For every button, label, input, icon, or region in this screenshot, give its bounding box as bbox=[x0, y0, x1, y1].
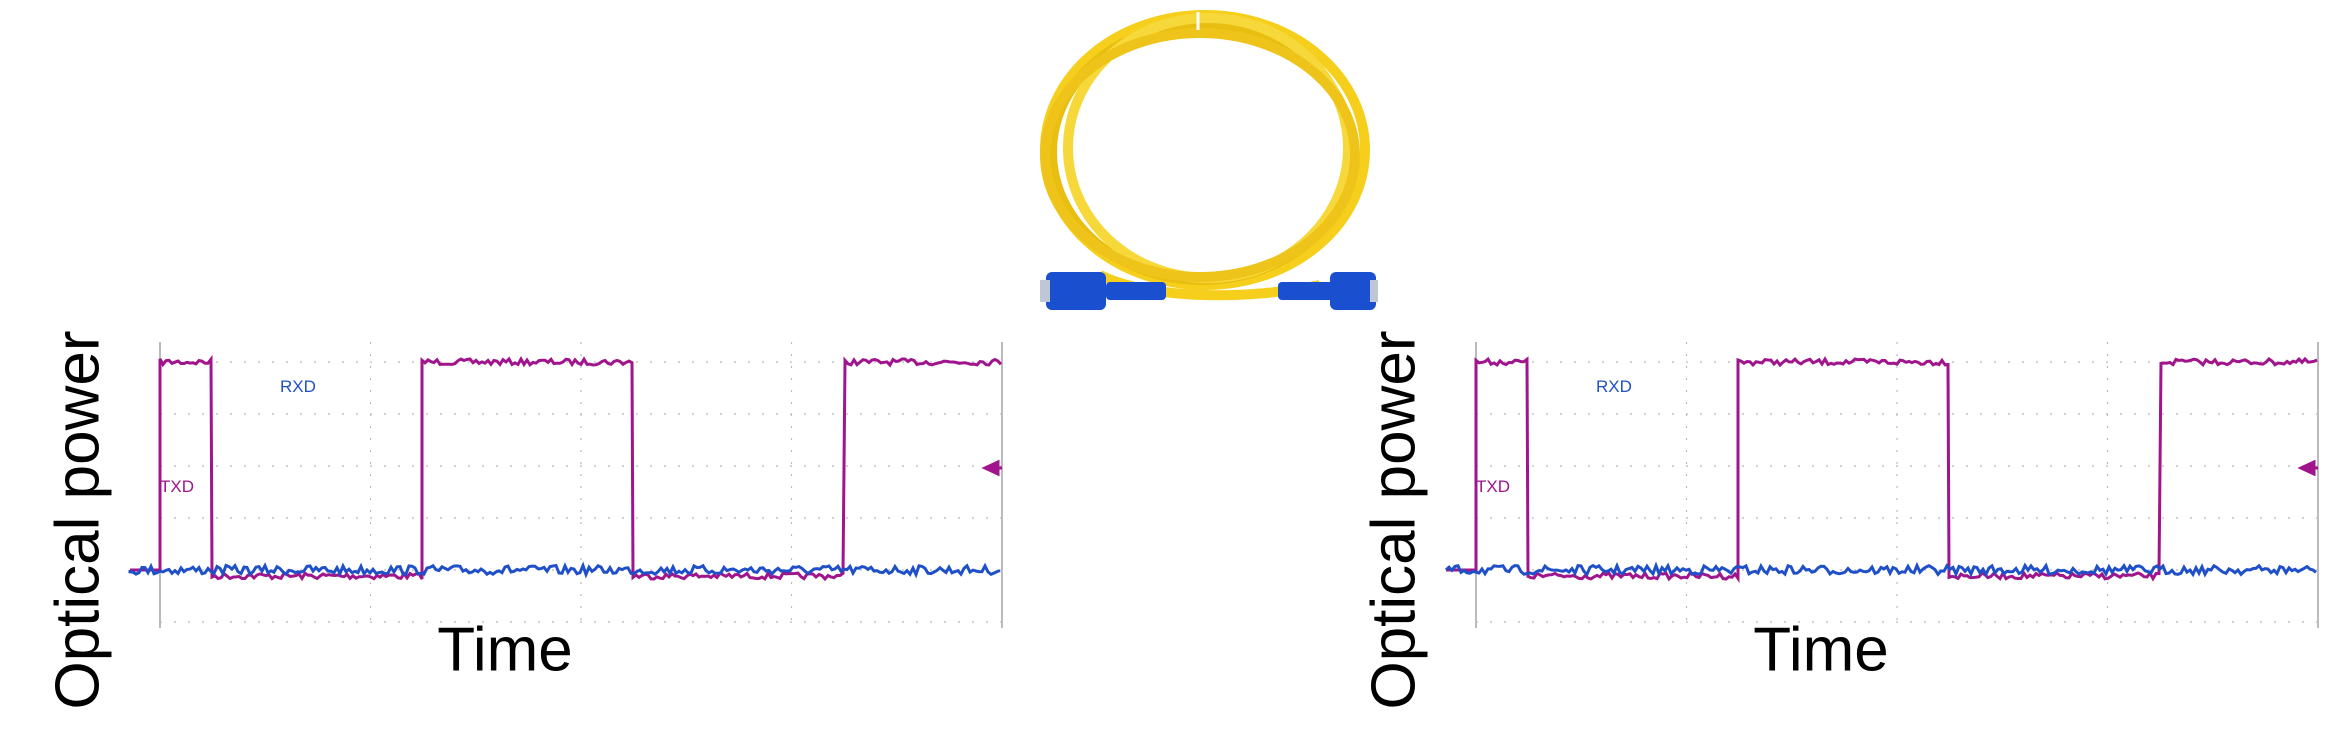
fiber-optic-patch-cable-icon bbox=[1040, 10, 1378, 310]
left-rx-label: RXD bbox=[280, 377, 316, 396]
right-rx-label: RXD bbox=[1596, 377, 1632, 396]
left-trigger-arrow-icon bbox=[981, 459, 1002, 477]
right-trigger-arrow-icon bbox=[2297, 459, 2318, 477]
right-oscilloscope-plot: RXD TXD bbox=[1444, 342, 2319, 628]
right-tx-label: TXD bbox=[1476, 477, 1510, 496]
left-waveform-panel: RXD TXD Optical power Time bbox=[0, 0, 1030, 738]
left-x-axis-label: Time bbox=[437, 615, 573, 685]
right-waveform-panel: RXD TXD Optical power Time bbox=[1316, 0, 2346, 738]
left-oscilloscope-plot: RXD TXD bbox=[128, 342, 1003, 628]
right-y-axis-label: Optical power bbox=[1359, 330, 1429, 710]
right-x-axis-label: Time bbox=[1753, 615, 1889, 685]
left-tx-label: TXD bbox=[160, 477, 194, 496]
right-rx-trace bbox=[1444, 561, 2317, 578]
left-rx-trace bbox=[128, 561, 1001, 579]
right-tx-trace bbox=[1446, 356, 2318, 584]
left-y-axis-label: Optical power bbox=[43, 330, 113, 710]
left-tx-trace bbox=[130, 354, 1003, 582]
